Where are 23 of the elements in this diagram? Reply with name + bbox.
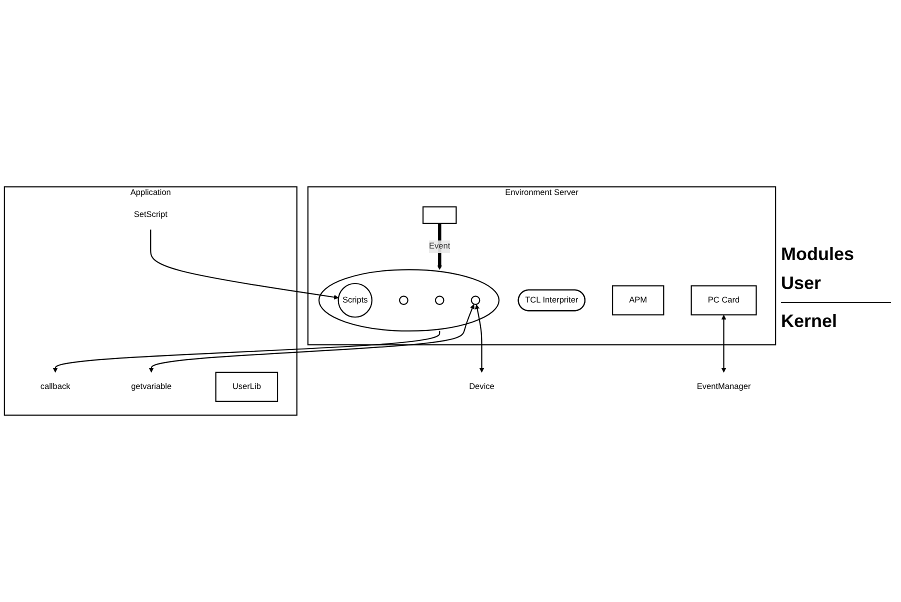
- node-circle: [470, 296, 480, 305]
- node-text: EventManager: [696, 382, 751, 392]
- node-box: [422, 206, 457, 224]
- node-circle: Scripts: [338, 282, 372, 318]
- node-text: Device: [469, 382, 494, 392]
- node-text: callback: [40, 382, 70, 392]
- arrow: [474, 304, 484, 373]
- arrow: [721, 314, 726, 373]
- layer-label: User: [781, 273, 822, 294]
- arrow: [148, 304, 474, 373]
- arrow: [52, 330, 440, 373]
- arrow: [437, 223, 442, 270]
- node-box: APM: [612, 285, 664, 316]
- node-circle: [434, 296, 444, 305]
- layer-label: Kernel: [781, 311, 838, 332]
- edge-label: Event: [429, 241, 450, 251]
- node-text: getvariable: [131, 382, 172, 392]
- node-box: PC Card: [690, 285, 757, 316]
- node-text: SetScript: [134, 210, 168, 220]
- layer-label: Modules: [781, 244, 854, 265]
- arrow: [150, 230, 339, 300]
- node-circle: [399, 296, 408, 305]
- node-box: UserLib: [215, 372, 278, 402]
